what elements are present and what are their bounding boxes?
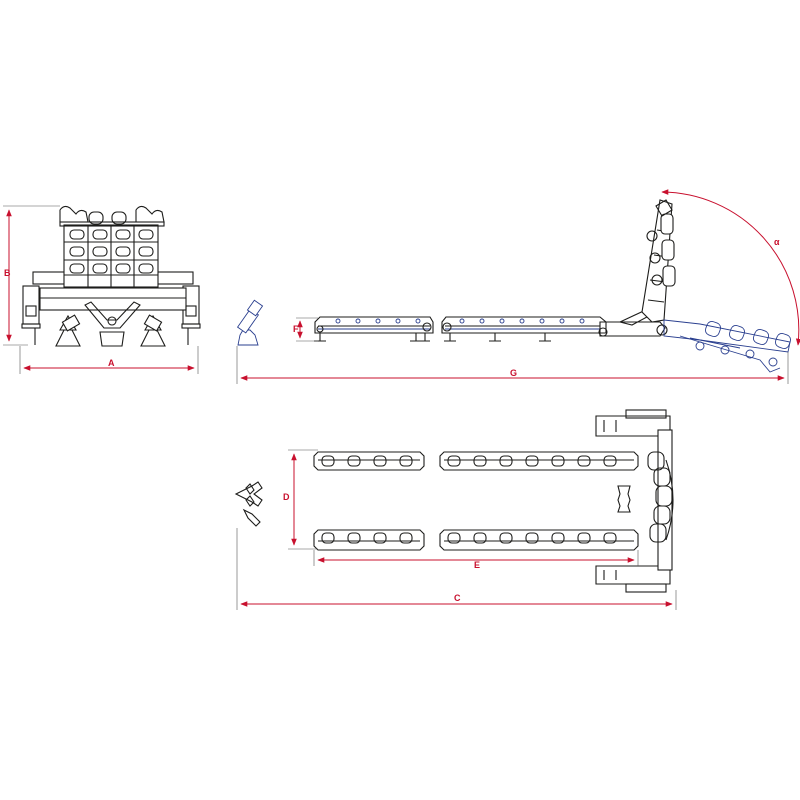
dimension-d-label: D — [283, 492, 290, 502]
dimension-f-label: F — [293, 324, 299, 334]
dimension-d: D — [283, 449, 318, 550]
dimension-c: C — [236, 528, 677, 610]
centre-roller — [617, 485, 631, 513]
dimension-alpha-label: α — [774, 237, 780, 247]
dimension-e: E — [313, 550, 639, 570]
winch-post-top — [234, 481, 263, 507]
head-crossbar — [657, 429, 673, 571]
side-view — [236, 199, 792, 373]
head-bracket-bottom — [595, 565, 671, 585]
lower-beam-rear — [313, 529, 425, 551]
dimension-b: B — [3, 205, 60, 346]
dimension-f: F — [293, 317, 318, 342]
dimension-a: A — [19, 346, 199, 374]
dimension-a-label: A — [108, 358, 115, 368]
dimension-e-label: E — [474, 560, 480, 570]
dimension-g-label: G — [510, 368, 517, 378]
dimension-g: G — [236, 346, 789, 384]
extended-arm — [663, 319, 791, 353]
front-view — [21, 205, 201, 347]
dimension-b-label: B — [4, 268, 11, 278]
lower-frame — [39, 287, 187, 311]
dimension-c-label: C — [454, 593, 461, 603]
roller-bed-rear — [314, 316, 434, 334]
top-view — [234, 409, 674, 593]
upper-beam-front — [439, 451, 639, 471]
left-leg — [22, 285, 40, 325]
dimension-alpha: α — [661, 189, 800, 346]
upper-beam-rear — [313, 451, 425, 471]
lower-beam-front — [439, 529, 639, 551]
